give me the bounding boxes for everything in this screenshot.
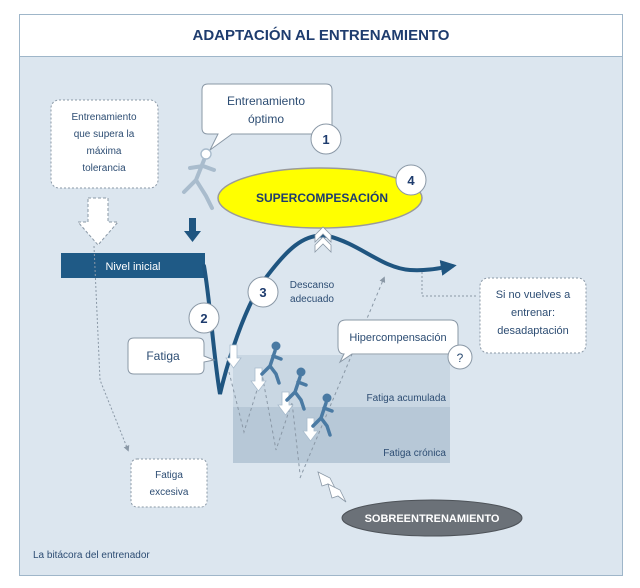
question-icon	[447, 344, 473, 370]
callout-exceeds-tolerance: Entrenamiento que supera la máxima toler…	[50, 99, 159, 189]
step-3-badge: 3	[247, 276, 279, 308]
supercompensation-label: SUPERCOMPESACIÓN	[256, 190, 388, 205]
excessive-fatigue-line1: Fatiga	[155, 470, 183, 481]
step-4-number: 4	[407, 173, 415, 188]
callout-optimal-training: Entrenamiento óptimo	[201, 83, 333, 151]
down-arrow-icon	[184, 218, 201, 242]
callout-hypercompensation: Hipercompensación	[337, 319, 459, 364]
callout-desadaptation: Si no vuelves a entrenar: desadaptación	[479, 277, 587, 354]
chevron-arrow-icon	[317, 471, 347, 503]
hypercompensation-arrow	[299, 276, 386, 479]
callout-desadaptation-line3: desadaptación	[497, 325, 569, 337]
chevron-arrow-icon	[314, 226, 332, 253]
excessive-fatigue-line2: excesiva	[150, 487, 189, 498]
hollow-down-arrow-icon	[76, 197, 120, 246]
excessive-fatigue-arrow	[93, 245, 130, 452]
fatigue-label: Fatiga	[146, 349, 180, 363]
initial-level-label: Nivel inicial	[105, 261, 160, 273]
callout-tolerance-line4: tolerancia	[82, 163, 126, 174]
callout-tolerance-line3: máxima	[86, 146, 121, 157]
callout-optimal-line2: óptimo	[248, 112, 284, 126]
initial-level-bar	[61, 253, 205, 278]
hypercompensation-label: Hipercompensación	[349, 332, 446, 344]
overtraining-label: SOBREENTRENAMIENTO	[365, 513, 500, 525]
runner-icon	[311, 393, 334, 437]
step-4-badge: 4	[395, 164, 427, 196]
callout-tolerance-line1: Entrenamiento	[71, 112, 136, 123]
step-2-number: 2	[200, 311, 207, 326]
step-1-badge: 1	[310, 123, 342, 155]
callout-optimal-line1: Entrenamiento	[227, 94, 305, 108]
supercompensation-ellipse	[217, 167, 423, 229]
step-2-badge: 2	[188, 302, 220, 334]
title-bar: ADAPTACIÓN AL ENTRENAMIENTO	[19, 14, 623, 57]
fatigue-chronic-label: Fatiga crónica	[383, 448, 446, 459]
callout-desadaptation-line1: Si no vuelves a	[496, 289, 571, 301]
question-mark: ?	[457, 351, 464, 365]
callout-desadaptation-line2: entrenar:	[511, 307, 555, 319]
step-1-number: 1	[322, 132, 329, 147]
callout-fatigue: Fatiga	[127, 337, 216, 375]
rest-label-line2: adecuado	[290, 294, 334, 305]
runner-icon	[260, 341, 283, 385]
fatigue-down-arrow-icon	[225, 344, 319, 442]
rest-label-line1: Descanso	[290, 280, 335, 291]
runner-icon	[285, 367, 308, 411]
adaptation-curve	[202, 233, 457, 395]
overtraining-ellipse	[341, 499, 523, 537]
callout-tolerance-line2: que supera la	[74, 129, 135, 140]
fatigue-chronic-zone	[233, 407, 450, 463]
desadaptation-connector	[421, 272, 478, 297]
runner-icon	[182, 148, 216, 210]
footer-credit: La bitácora del entrenador	[33, 550, 150, 561]
fatigue-accumulated-label: Fatiga acumulada	[367, 393, 447, 404]
page-title: ADAPTACIÓN AL ENTRENAMIENTO	[192, 27, 450, 44]
step-3-number: 3	[259, 285, 266, 300]
callout-excessive-fatigue: Fatiga excesiva	[130, 458, 208, 508]
